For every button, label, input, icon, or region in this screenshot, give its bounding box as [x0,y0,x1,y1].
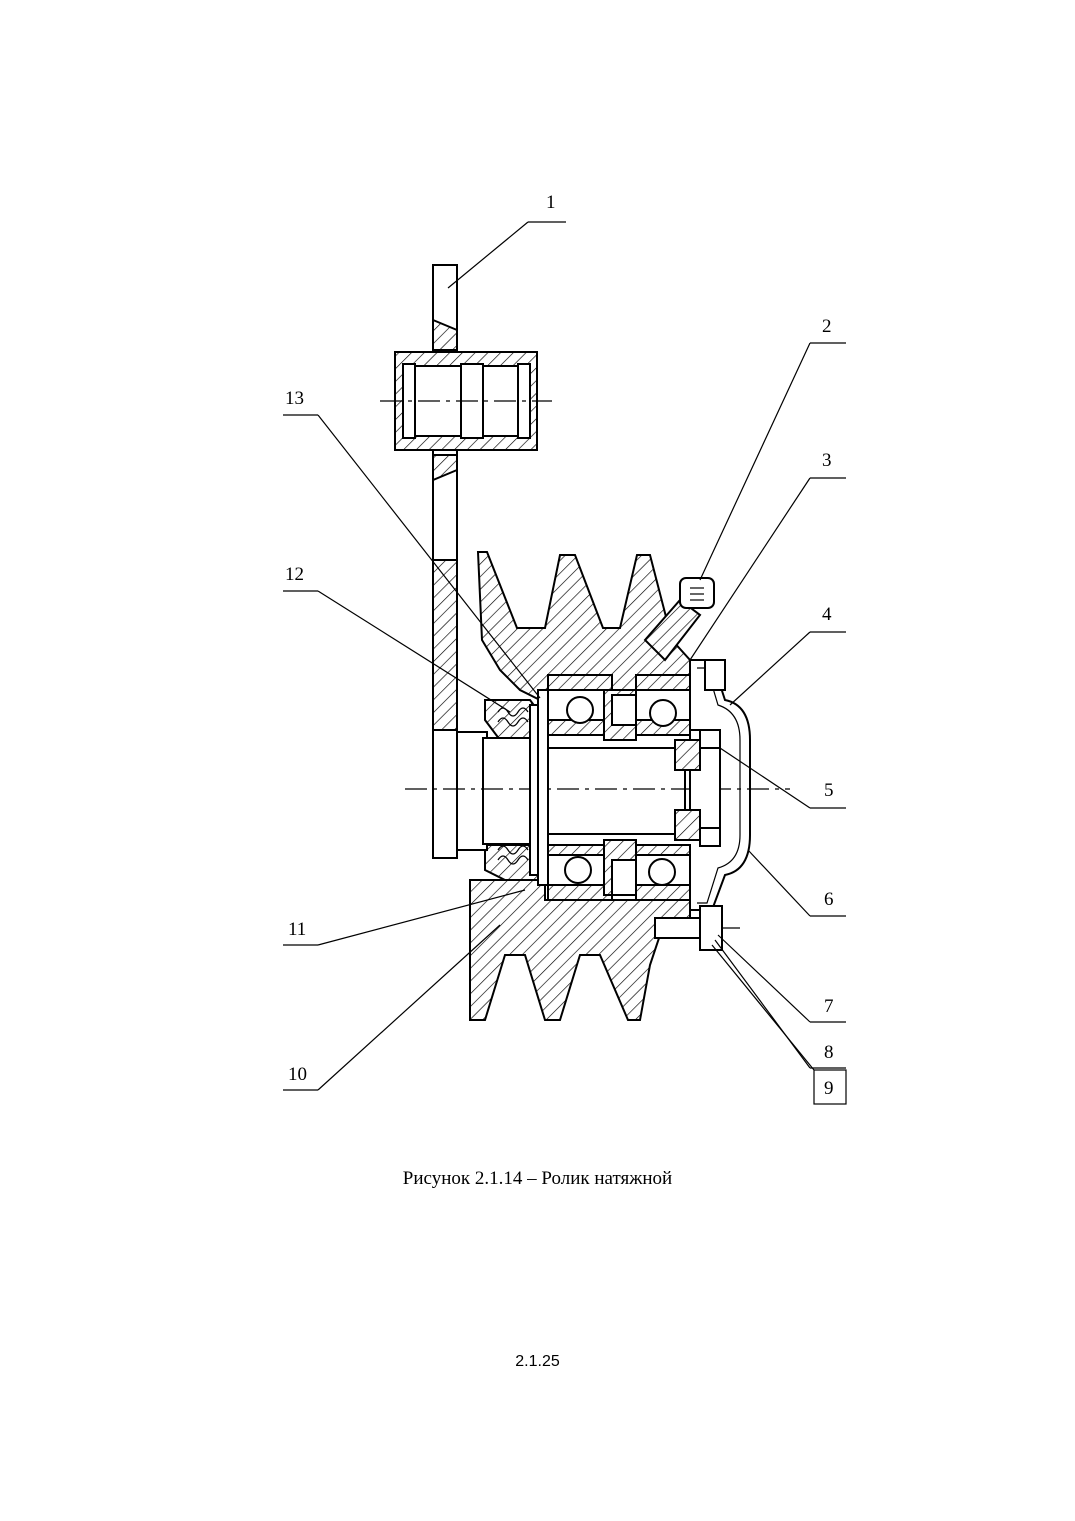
callout-3: 3 [822,450,832,471]
lever-arm [432,264,458,859]
callout-1: 1 [546,192,556,213]
leader-lines [283,221,847,1105]
sleeves [529,689,549,886]
figure-caption: Рисунок 2.1.14 – Ролик натяжной [402,1168,673,1189]
callout-labels: 1 2 3 4 5 6 7 8 9 10 11 12 13 [285,192,834,1099]
grease-fitting [643,577,715,662]
callout-8: 8 [824,1042,834,1063]
upper-bushing [380,351,552,451]
end-cap [674,659,751,911]
bearings [547,674,691,901]
callout-6: 6 [824,889,834,910]
callout-2: 2 [822,316,832,337]
callout-10: 10 [288,1064,307,1085]
callout-9: 9 [824,1078,834,1099]
page-number: 2.1.25 [515,1353,560,1370]
callout-4: 4 [822,604,832,625]
callout-12: 12 [285,564,304,585]
callout-11: 11 [288,919,306,940]
shaft [405,731,790,851]
callout-5: 5 [824,780,834,801]
callout-13: 13 [285,388,304,409]
bolt-assembly [654,905,740,951]
callout-7: 7 [824,996,834,1017]
